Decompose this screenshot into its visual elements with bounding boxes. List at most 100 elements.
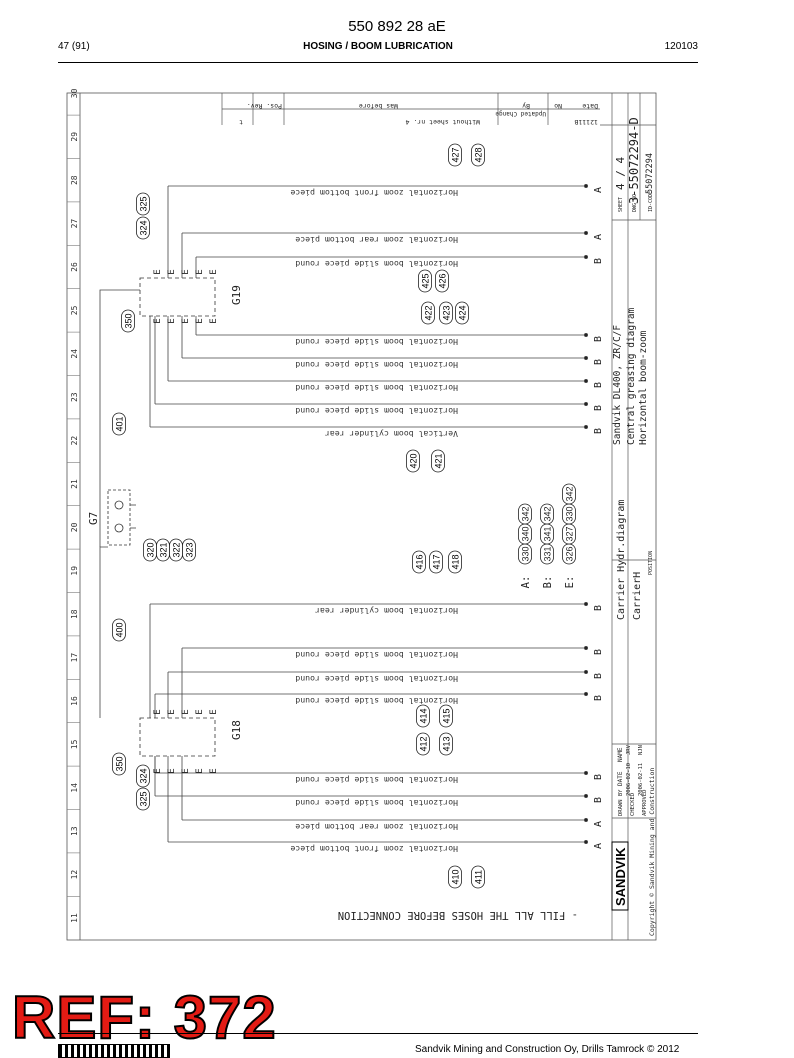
svg-text:324: 324 (138, 768, 148, 783)
legend-prefix: A: (520, 576, 532, 589)
grid-number: 27 (70, 219, 79, 229)
revision-pos-header: Pos. Rev. (247, 102, 282, 110)
document-number: 550 892 28 aE (348, 18, 446, 35)
hose-end-dot (584, 646, 589, 651)
g7-block (107, 489, 131, 546)
reference-bubble: 422 (421, 301, 435, 325)
svg-text:410: 410 (450, 869, 460, 884)
drawn-date: 2006-02-10 (626, 763, 632, 796)
block-port-e: E (195, 269, 205, 274)
grid-number: 29 (70, 132, 79, 142)
svg-text:342: 342 (543, 506, 553, 521)
hose-end-dot (584, 840, 589, 845)
grid-number: 19 (70, 566, 79, 576)
block-port-e: E (195, 318, 205, 323)
hose-label: Horizontal boom slide piece round (295, 406, 458, 416)
reference-bubble: 428 (471, 143, 485, 167)
hose-label: Horizontal boom slide piece round (295, 696, 458, 706)
svg-text:322: 322 (171, 542, 181, 557)
revision-date-header: Date (582, 102, 598, 110)
hose-end-letter: B (593, 258, 604, 264)
revision-description-header: Was before (359, 102, 398, 110)
hose-end-letter: A (593, 187, 604, 193)
g19-block (139, 277, 216, 317)
svg-text:SANDVIK: SANDVIK (613, 847, 628, 906)
reference-bubble: 424 (455, 301, 469, 325)
sheet-label: SHEET (618, 197, 624, 212)
block-port-e: E (181, 768, 191, 773)
hose-end-dot (584, 401, 589, 406)
grid-number: 23 (70, 392, 79, 402)
grid-number: 13 (70, 826, 79, 836)
page-title: HOSING / BOOM LUBRICATION (303, 41, 453, 52)
hose-end-dot (584, 183, 589, 188)
svg-text:325: 325 (138, 791, 148, 806)
reference-bubble: 411 (471, 865, 485, 889)
block-port-e: E (167, 318, 177, 323)
fill-hoses-note: - FILL ALL THE HOSES BEFORE CONNECTION (338, 909, 578, 921)
reference-bubble: 325 (136, 192, 150, 216)
svg-text:415: 415 (441, 708, 451, 723)
hose-label: Horizontal zoom rear bottom piece (295, 822, 458, 832)
legend-bubble: 341 (540, 523, 554, 545)
hose-end-letter: A (593, 234, 604, 240)
header-rule (58, 62, 698, 63)
grid-number: 12 (70, 870, 79, 880)
svg-text:342: 342 (521, 506, 531, 521)
hose-label: Horizontal boom slide piece round (295, 383, 458, 393)
hose-label: Vertical boom cylinder rear (325, 429, 458, 439)
block-port-e: E (209, 709, 219, 714)
legend-bubble: 342 (540, 503, 554, 525)
footer-logo (58, 1044, 170, 1058)
svg-text:323: 323 (184, 542, 194, 557)
hose-end-dot (584, 794, 589, 799)
block-port-e: E (153, 318, 163, 323)
svg-text:350: 350 (114, 756, 124, 771)
drawing-number: 3-55072294-D (627, 117, 641, 204)
hose-end-letter: B (593, 695, 604, 701)
g7-valve-1 (114, 500, 124, 510)
legend-bubble: 340 (518, 523, 532, 545)
revision-by-header: By (522, 102, 530, 110)
hose-label: Horizontal boom slide piece round (295, 360, 458, 370)
reference-bubble: 412 (416, 732, 430, 756)
block-port-e: E (195, 709, 205, 714)
sandvik-logo: SANDVIK (611, 841, 629, 911)
svg-text:340: 340 (521, 526, 531, 541)
reference-bubble: 418 (448, 550, 462, 574)
svg-text:330: 330 (565, 506, 575, 521)
name-header: NAME (617, 747, 624, 762)
drawn-name: JRV (626, 744, 632, 755)
svg-text:331: 331 (543, 546, 553, 561)
hose-end-letter: B (593, 649, 604, 655)
copyright-text: Copyright © Sandvik Mining and Construct… (648, 768, 656, 936)
grid-number: 28 (70, 175, 79, 185)
reference-bubble: 322 (169, 538, 183, 562)
g18-label: G18 (230, 720, 243, 740)
grid-number: 20 (70, 522, 79, 532)
hose-end-letter: B (593, 359, 604, 365)
reference-bubble: 425 (418, 269, 432, 293)
hose-end-letter: B (593, 774, 604, 780)
svg-text:414: 414 (418, 708, 428, 723)
svg-text:321: 321 (158, 542, 168, 557)
svg-text:421: 421 (433, 453, 443, 468)
hose-label: Horizontal boom slide piece round (295, 337, 458, 347)
checked-name: NJN (638, 745, 644, 755)
id-code-label: ID-CODE (648, 191, 654, 212)
hose-label: Horizontal boom slide piece round (295, 798, 458, 808)
block-port-e: E (167, 768, 177, 773)
block-port-e: E (167, 269, 177, 274)
feed-lines (99, 289, 140, 718)
legend-bubble: 327 (562, 523, 576, 545)
svg-text:401: 401 (114, 416, 124, 431)
hose-end-dot (584, 332, 589, 337)
legend-bubble: 331 (540, 543, 554, 565)
g7-valve-2 (114, 523, 124, 533)
svg-text:350: 350 (123, 313, 133, 328)
page-number: 47 (91) (58, 41, 90, 52)
legend-bubble: 330 (518, 543, 532, 565)
hose-label: Horizontal zoom front bottom piece (290, 844, 458, 854)
svg-text:418: 418 (450, 554, 460, 569)
